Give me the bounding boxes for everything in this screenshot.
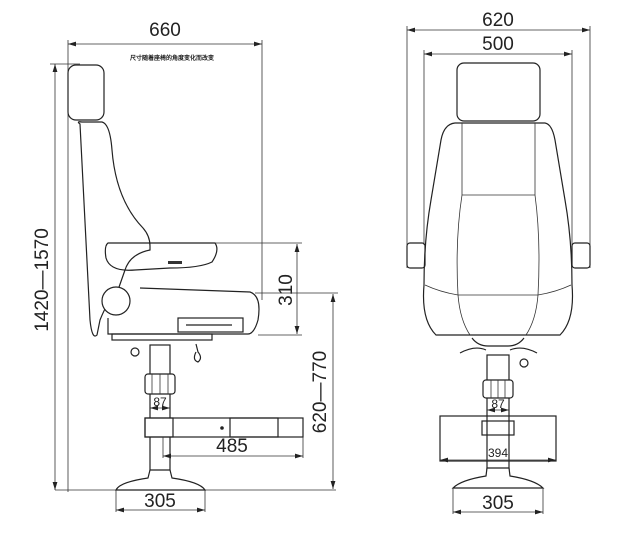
pedestal-column	[149, 344, 171, 481]
footrest-clamp	[144, 417, 174, 438]
column-dimension-label: 87	[153, 395, 167, 409]
pedestal-base	[451, 467, 545, 489]
footrest-slide	[229, 417, 279, 438]
side-view: 660 尺寸随着座椅的角度变化而改变 1420—1570 310 620—770	[32, 20, 338, 513]
right-armrest	[571, 242, 591, 269]
pedestal-base	[115, 469, 207, 491]
left-armrest	[406, 242, 426, 269]
seat-height-dimension-label: 310	[276, 274, 297, 306]
overall-width-dimension-label: 620	[482, 10, 514, 31]
tilt-levers	[459, 337, 538, 354]
footrest-dimension-label: 485	[216, 436, 248, 457]
depth-dimension-label: 660	[149, 20, 181, 41]
backrest	[422, 122, 574, 336]
seat-handle	[168, 261, 182, 264]
seat-panels	[424, 123, 572, 336]
footrest-clamp	[481, 420, 515, 436]
backrest	[77, 121, 151, 337]
seat-base	[107, 287, 260, 335]
footrest-dimension-label: 394	[488, 446, 508, 460]
lever-handle	[193, 343, 202, 363]
adjust-knob	[130, 347, 140, 357]
dimension-note: 尺寸随着座椅的角度变化而改变	[130, 54, 214, 62]
slide-rail	[177, 317, 244, 333]
base-dimension-label: 305	[482, 493, 514, 514]
seat-range-dimension-label: 620—770	[310, 351, 331, 433]
footrest	[144, 417, 304, 438]
headrest	[456, 62, 541, 122]
height-dimension-label: 1420—1570	[32, 228, 53, 332]
headrest	[67, 64, 105, 121]
swivel-plate	[111, 333, 213, 341]
base-dimension-label: 305	[144, 491, 176, 512]
adjust-knob	[519, 358, 529, 368]
front-view: 620 500 87 394 305	[406, 10, 591, 515]
armrest-pivot	[101, 286, 131, 316]
column-dimension-label: 87	[491, 397, 505, 411]
seat-cushion	[104, 242, 218, 271]
seat-width-dimension-label: 500	[482, 34, 514, 55]
